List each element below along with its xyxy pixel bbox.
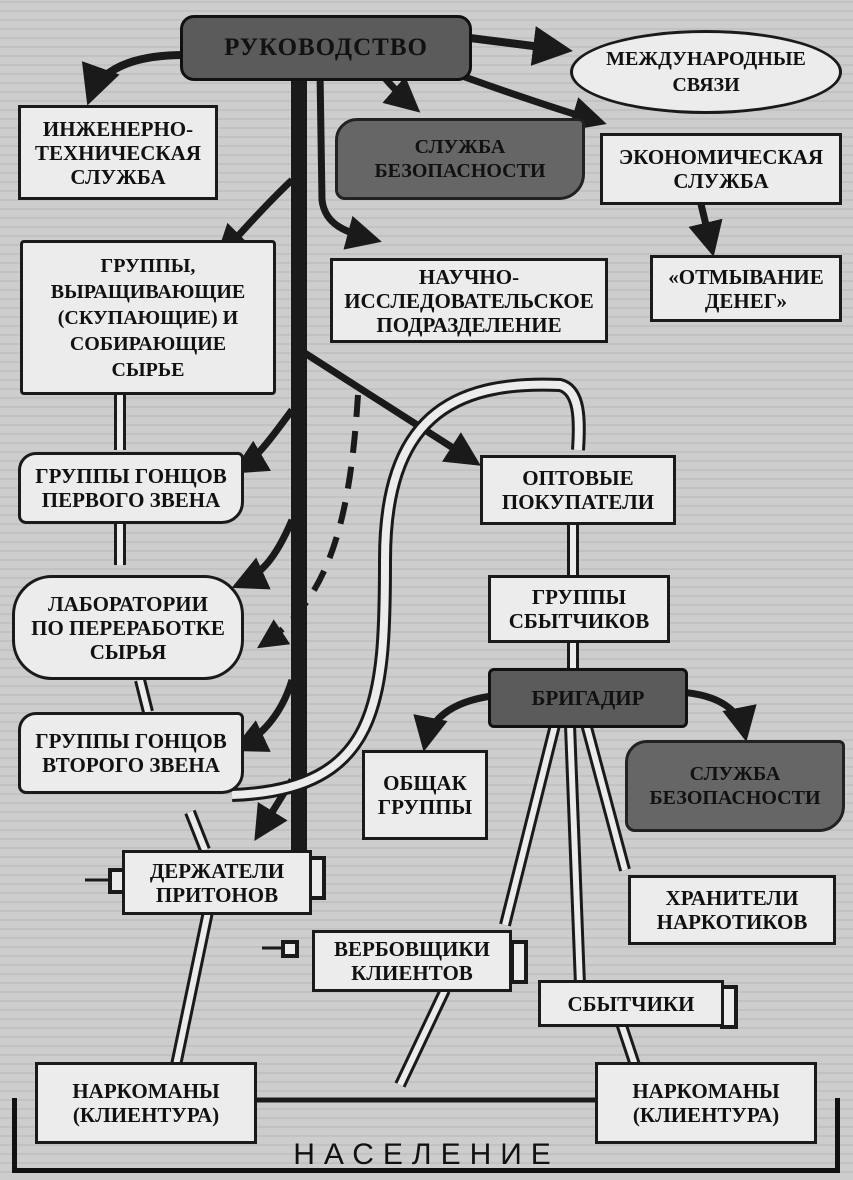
recruiters-node: ВЕРБОВЩИКИ КЛИЕНТОВ bbox=[312, 930, 512, 992]
economic-node: ЭКОНОМИЧЕСКАЯ СЛУЖБА bbox=[600, 133, 842, 205]
leadership-node: РУКОВОДСТВО bbox=[180, 15, 472, 81]
arrow-economic-to-laundering bbox=[688, 199, 723, 257]
den-keepers-node: ДЕРЖАТЕЛИ ПРИТОНОВ bbox=[122, 850, 312, 915]
arrow-trunk-to-wholesale bbox=[298, 347, 481, 466]
engineering-node: ИНЖЕНЕРНО- ТЕХНИЧЕСКАЯ СЛУЖБА bbox=[18, 105, 218, 200]
arrow-trunk-to-couriers1 bbox=[231, 407, 295, 474]
main-trunk bbox=[291, 72, 307, 862]
arrow-to-engineering bbox=[81, 51, 186, 106]
dealers-node: СБЫТЧИКИ bbox=[538, 980, 724, 1027]
arrow-brigadier-to-security bbox=[679, 688, 757, 742]
arrow-trunk-to-labs bbox=[231, 518, 296, 590]
arrow-to-international bbox=[469, 26, 573, 66]
couriers1-node: ГРУППЫ ГОНЦОВ ПЕРВОГО ЗВЕНА bbox=[18, 452, 244, 524]
labs-node: ЛАБОРАТОРИИ ПО ПЕРЕРАБОТКЕ СЫРЬЯ bbox=[12, 575, 244, 680]
laundering-node: «ОТМЫВАНИЕ ДЕНЕГ» bbox=[650, 255, 842, 322]
population-frame bbox=[12, 1098, 840, 1173]
addicts-right-node: НАРКОМАНЫ (КЛИЕНТУРА) bbox=[595, 1062, 817, 1144]
international-node: МЕЖДУНАРОДНЫЕ СВЯЗИ bbox=[570, 30, 842, 114]
brigadier-node: БРИГАДИР bbox=[488, 668, 688, 728]
arrow-brigadier-to-fund bbox=[413, 691, 501, 752]
growers-node: ГРУППЫ, ВЫРАЩИВАЮЩИЕ (СКУПАЮЩИЕ) И СОБИР… bbox=[20, 240, 276, 395]
keepers-node: ХРАНИТЕЛИ НАРКОТИКОВ bbox=[628, 875, 836, 945]
syringe-icon bbox=[108, 856, 738, 1029]
arrow-to-research bbox=[316, 71, 382, 250]
security-bottom-node: СЛУЖБА БЕЗОПАСНОСТИ bbox=[625, 740, 845, 832]
dealer-groups-node: ГРУППЫ СБЫТЧИКОВ bbox=[488, 575, 670, 643]
arrow-trunk-to-couriers2 bbox=[231, 678, 296, 752]
wholesale-node: ОПТОВЫЕ ПОКУПАТЕЛИ bbox=[480, 455, 676, 525]
addicts-left-node: НАРКОМАНЫ (КЛИЕНТУРА) bbox=[35, 1062, 257, 1144]
international-label: МЕЖДУНАРОДНЫЕ СВЯЗИ bbox=[606, 48, 806, 96]
population-label: НАСЕЛЕНИЕ bbox=[293, 1138, 560, 1171]
security-top-node: СЛУЖБА БЕЗОПАСНОСТИ bbox=[335, 118, 585, 200]
common-fund-node: ОБЩАК ГРУППЫ bbox=[362, 750, 488, 840]
dashed-link-labs bbox=[256, 394, 361, 649]
couriers2-node: ГРУППЫ ГОНЦОВ ВТОРОГО ЗВЕНА bbox=[18, 712, 244, 794]
research-node: НАУЧНО- ИССЛЕДОВАТЕЛЬСКОЕ ПОДРАЗДЕЛЕНИЕ bbox=[330, 258, 608, 343]
